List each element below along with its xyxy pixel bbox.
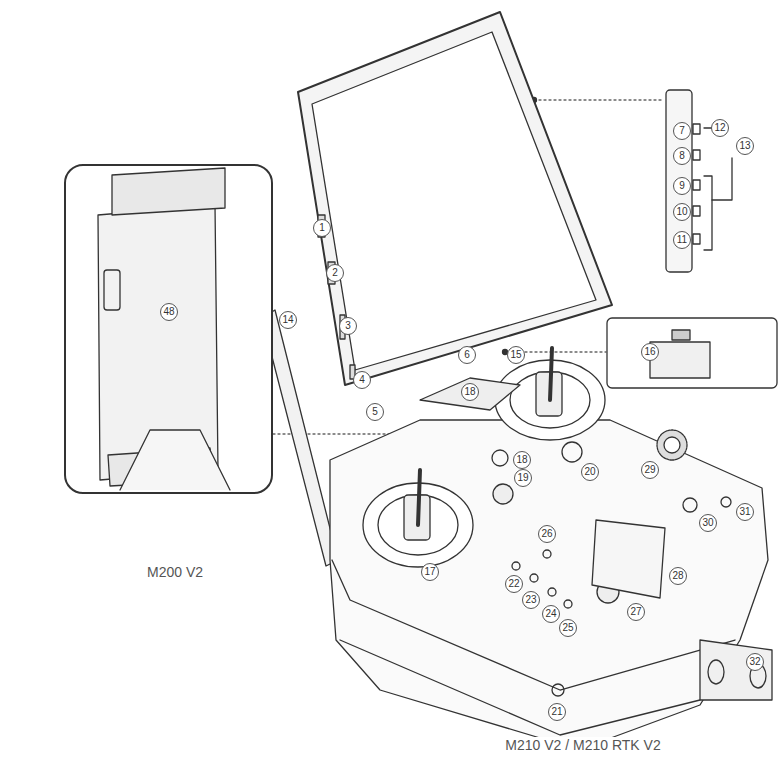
callout-number: 31	[736, 503, 754, 521]
callout-number: 9	[673, 177, 691, 195]
callout-number: 27	[627, 603, 645, 621]
callout-number: 25	[559, 619, 577, 637]
callout-number: 10	[673, 203, 691, 221]
callout-number: 21	[548, 703, 566, 721]
callout-number: 14	[279, 311, 297, 329]
callout-number: 22	[505, 575, 523, 593]
callout-number: 19	[514, 469, 532, 487]
callout-number: 20	[581, 463, 599, 481]
callout-number: 32	[746, 653, 764, 671]
callout-number: 16	[641, 343, 659, 361]
callout-number: 1	[313, 219, 331, 237]
callout-number: 11	[673, 231, 691, 249]
callout-number: 48	[160, 303, 178, 321]
callout-number: 8	[673, 147, 691, 165]
callout-number: 12	[711, 119, 729, 137]
callout-number: 15	[507, 346, 525, 364]
callout-number: 6	[458, 346, 476, 364]
callout-number: 17	[421, 563, 439, 581]
callout-number: 28	[669, 567, 687, 585]
model-label: M200 V2	[145, 564, 205, 580]
callout-number: 4	[353, 371, 371, 389]
callout-number: 13	[736, 137, 754, 155]
callout-number: 26	[538, 525, 556, 543]
callout-number: 18	[513, 451, 531, 469]
callout-number: 29	[641, 461, 659, 479]
callout-number: 24	[542, 605, 560, 623]
callout-number: 18	[461, 383, 479, 401]
callout-number: 7	[673, 122, 691, 140]
callout-number: 2	[326, 264, 344, 282]
callout-number: 23	[522, 591, 540, 609]
model-label: M210 V2 / M210 RTK V2	[503, 737, 662, 753]
callout-number: 30	[699, 514, 717, 532]
callout-number: 5	[366, 403, 384, 421]
callout-number: 3	[339, 317, 357, 335]
